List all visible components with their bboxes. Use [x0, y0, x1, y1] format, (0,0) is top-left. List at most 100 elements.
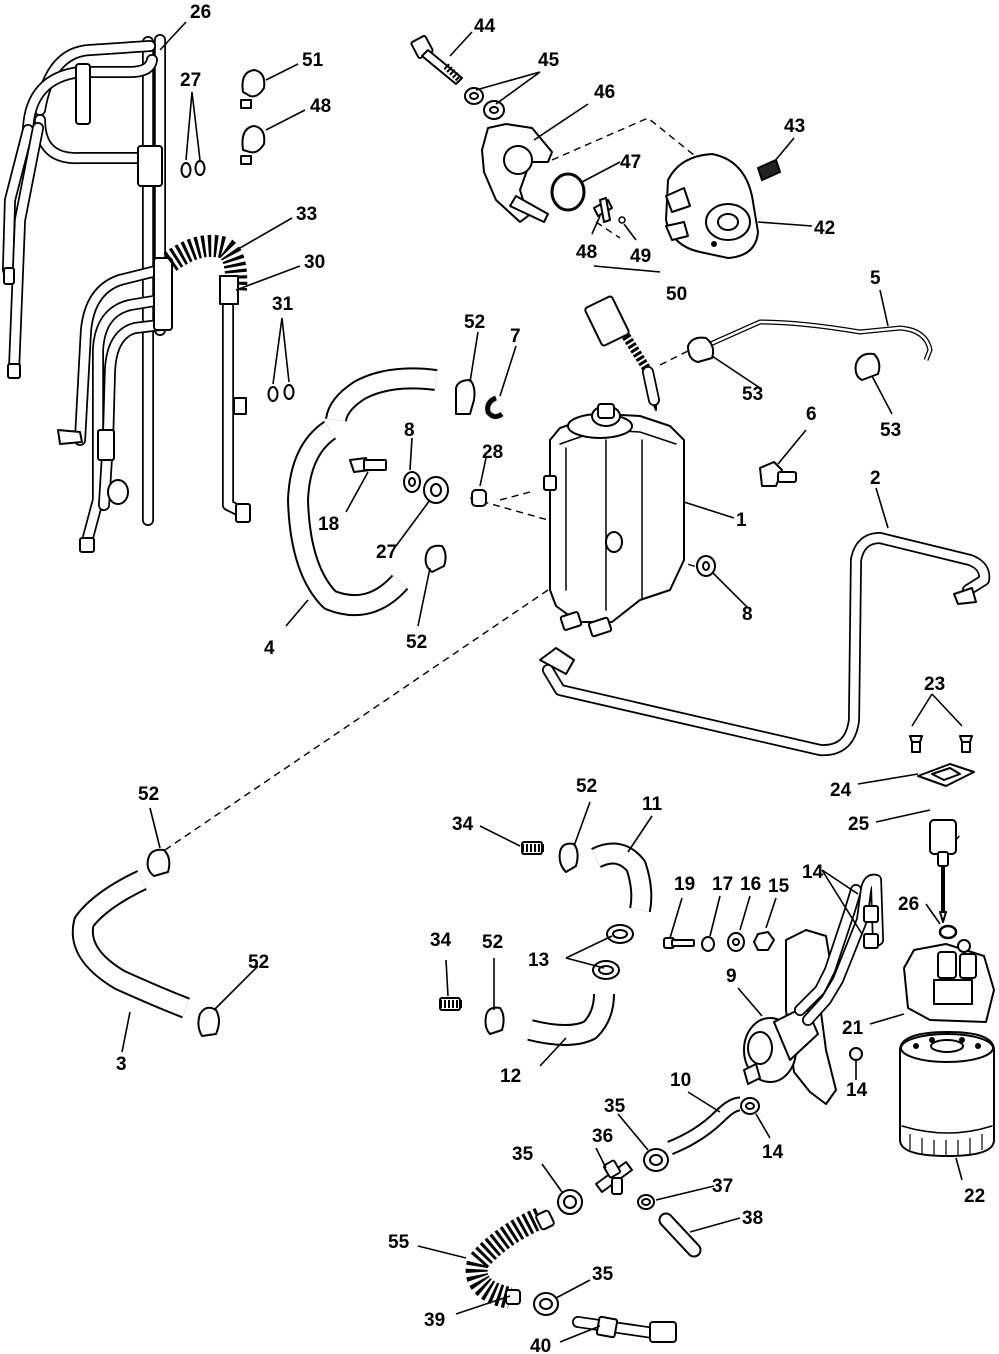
- callout-51: 48: [310, 96, 331, 117]
- part-31-o-rings: [267, 384, 295, 402]
- callout-4: 4: [264, 638, 275, 659]
- part-4-hose: [287, 367, 438, 617]
- callout-14: 14: [762, 1142, 784, 1163]
- callout-1: 1: [736, 510, 747, 531]
- callout-22: 23: [924, 674, 945, 695]
- part-46-bracket: [481, 123, 553, 223]
- part-47-o-ring: [550, 172, 586, 212]
- part-52-clamp-e: [558, 842, 579, 873]
- callout-12: 12: [500, 1066, 521, 1087]
- callout-54: 51: [302, 50, 324, 71]
- part-3-hose: [71, 870, 190, 1019]
- part-49-o-ring: [618, 216, 626, 224]
- part-28-fuel-line-assembly: [2, 34, 173, 553]
- callout-52: 52: [248, 952, 269, 973]
- callout-23: 24: [830, 780, 852, 801]
- part-35-clamp-b: [557, 1189, 583, 1215]
- part-34-fitting-a: [521, 841, 544, 855]
- callout-18: 17: [712, 874, 733, 895]
- callout-5: 5: [870, 268, 881, 289]
- callout-7: 7: [510, 326, 521, 347]
- part-30-fuel-tube: [219, 275, 251, 523]
- part-17-washer: [727, 932, 745, 952]
- part-1-vapor-separator: [543, 393, 685, 638]
- part-12-hose: [527, 993, 615, 1046]
- part-35-clamp-a: [643, 1148, 669, 1172]
- callout-35: 35: [512, 1144, 534, 1165]
- callout-40: 40: [530, 1336, 551, 1354]
- part-53-clamp-b: [854, 352, 881, 381]
- part-19-bolt-a: [349, 457, 387, 473]
- callout-16: 15: [768, 876, 790, 897]
- callout-42: 42: [814, 218, 835, 239]
- leader-lines: [121, 21, 963, 1343]
- part-26-grommet: [423, 476, 449, 504]
- part-37-clamp: [637, 1194, 655, 1210]
- callout-35: 35: [592, 1264, 614, 1285]
- part-24-sensor: [929, 819, 957, 923]
- callout-labels: 26 27 51 48 33 30 31 44 45 46 47 43 42 4…: [116, 2, 985, 1354]
- part-18-washer: [701, 936, 715, 952]
- part-8-washer-b: [696, 555, 716, 577]
- callout-52: 52: [464, 312, 485, 333]
- part-6-sensor: [759, 461, 797, 487]
- part-54-clamp: [240, 69, 266, 109]
- part-10-hose: [667, 1096, 741, 1155]
- part-35-clamp-c: [533, 1292, 559, 1316]
- callout-38: 38: [742, 1208, 763, 1229]
- part-2-fuel-tube: [539, 532, 991, 757]
- callout-10: 10: [670, 1070, 691, 1091]
- part-44-bolt: [410, 35, 463, 85]
- callout-6: 6: [806, 404, 817, 425]
- callout-17: 16: [740, 874, 761, 895]
- callout-50: 50: [666, 284, 687, 305]
- callout-49: 49: [630, 246, 651, 267]
- part-34-fitting-b: [439, 997, 462, 1011]
- part-52-clamp-d: [197, 1006, 220, 1037]
- part-11-hose: [591, 842, 653, 913]
- part-52-clamp-b: [424, 544, 447, 573]
- callout-53: 53: [742, 384, 763, 405]
- callout-52: 52: [406, 632, 427, 653]
- callout-43: 43: [784, 116, 805, 137]
- callout-28: 26: [190, 2, 211, 23]
- part-40-fuel-connector: [572, 1315, 677, 1343]
- part-15-screw: [849, 1047, 863, 1061]
- part-43-filter-screen: [756, 158, 782, 182]
- part-9-fuel-pump: [743, 873, 884, 1105]
- callout-19: 19: [674, 874, 695, 895]
- callout-30: 30: [304, 252, 325, 273]
- callout-21: 22: [964, 1186, 985, 1207]
- callout-11: 11: [642, 794, 663, 815]
- callout-27: 28: [482, 442, 503, 463]
- callout-26: 27: [376, 542, 397, 563]
- callout-34: 34: [430, 930, 452, 951]
- part-16-nut: [753, 931, 775, 951]
- part-25-o-ring: [938, 924, 958, 940]
- part-45-washers: [464, 87, 505, 120]
- callout-9: 9: [726, 966, 737, 987]
- callout-31: 31: [272, 294, 294, 315]
- part-51-clamp: [240, 125, 266, 165]
- callout-24: 25: [848, 814, 870, 835]
- callout-47: 47: [620, 152, 641, 173]
- part-21-fuel-filter: [899, 1031, 995, 1157]
- callout-37: 37: [712, 1176, 733, 1197]
- part-55-corrugated-hose: [465, 1207, 545, 1309]
- callout-2: 2: [870, 468, 881, 489]
- callout-53: 53: [880, 420, 901, 441]
- part-33-corrugated-hose: [163, 234, 248, 291]
- callout-15: 14: [846, 1080, 868, 1101]
- part-29-o-rings: [180, 160, 206, 178]
- part-53-clamp-a: [687, 336, 715, 363]
- part-48-fitting: [593, 197, 613, 223]
- callout-20: 21: [842, 1018, 864, 1039]
- callout-25: 26: [898, 894, 919, 915]
- callout-39: 39: [424, 1310, 445, 1331]
- part-7-retaining-clip: [485, 395, 504, 420]
- part-38-hose: [658, 1212, 702, 1258]
- callout-46: 46: [594, 82, 615, 103]
- part-14-clamp: [740, 1097, 760, 1115]
- callout-36: 36: [592, 1126, 613, 1147]
- part-22-screws: [909, 735, 973, 753]
